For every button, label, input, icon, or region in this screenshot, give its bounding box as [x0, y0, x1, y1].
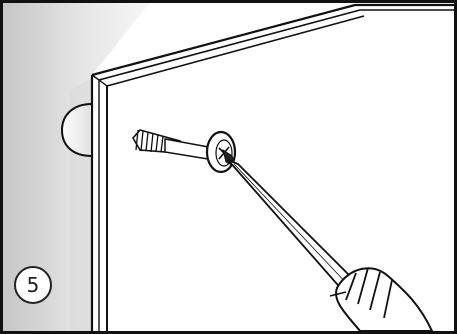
- step-number: 5: [27, 273, 40, 297]
- washer-icon: [207, 132, 235, 172]
- step-badge: 5: [15, 267, 51, 303]
